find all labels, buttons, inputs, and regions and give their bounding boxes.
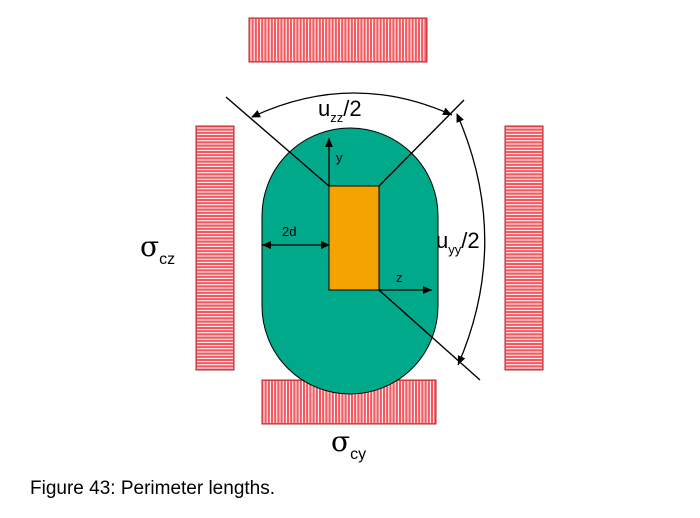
dimension-2d-label: 2d xyxy=(282,224,297,239)
perimeter-diagram xyxy=(195,17,544,425)
stress-block-top xyxy=(248,17,428,63)
column-section xyxy=(328,185,380,291)
uyy-arc-arrow xyxy=(456,113,486,366)
uzz-arc-arrow xyxy=(251,92,453,118)
axis-y-label: y xyxy=(336,150,343,165)
uyy-label: uyy/2 xyxy=(436,228,480,257)
stress-block-left xyxy=(195,125,235,371)
axis-z-label: z xyxy=(396,270,403,285)
uzz-label: uzz/2 xyxy=(318,96,362,125)
figure-caption: Figure 43: Perimeter lengths. xyxy=(30,478,276,499)
diagonal-line-bottom-right xyxy=(378,289,481,381)
sigma-cy-label: σcy xyxy=(331,425,367,463)
diagonal-line-top-left xyxy=(225,96,330,187)
sigma-cz-label: σcz xyxy=(140,230,176,268)
stress-block-right xyxy=(504,125,544,371)
